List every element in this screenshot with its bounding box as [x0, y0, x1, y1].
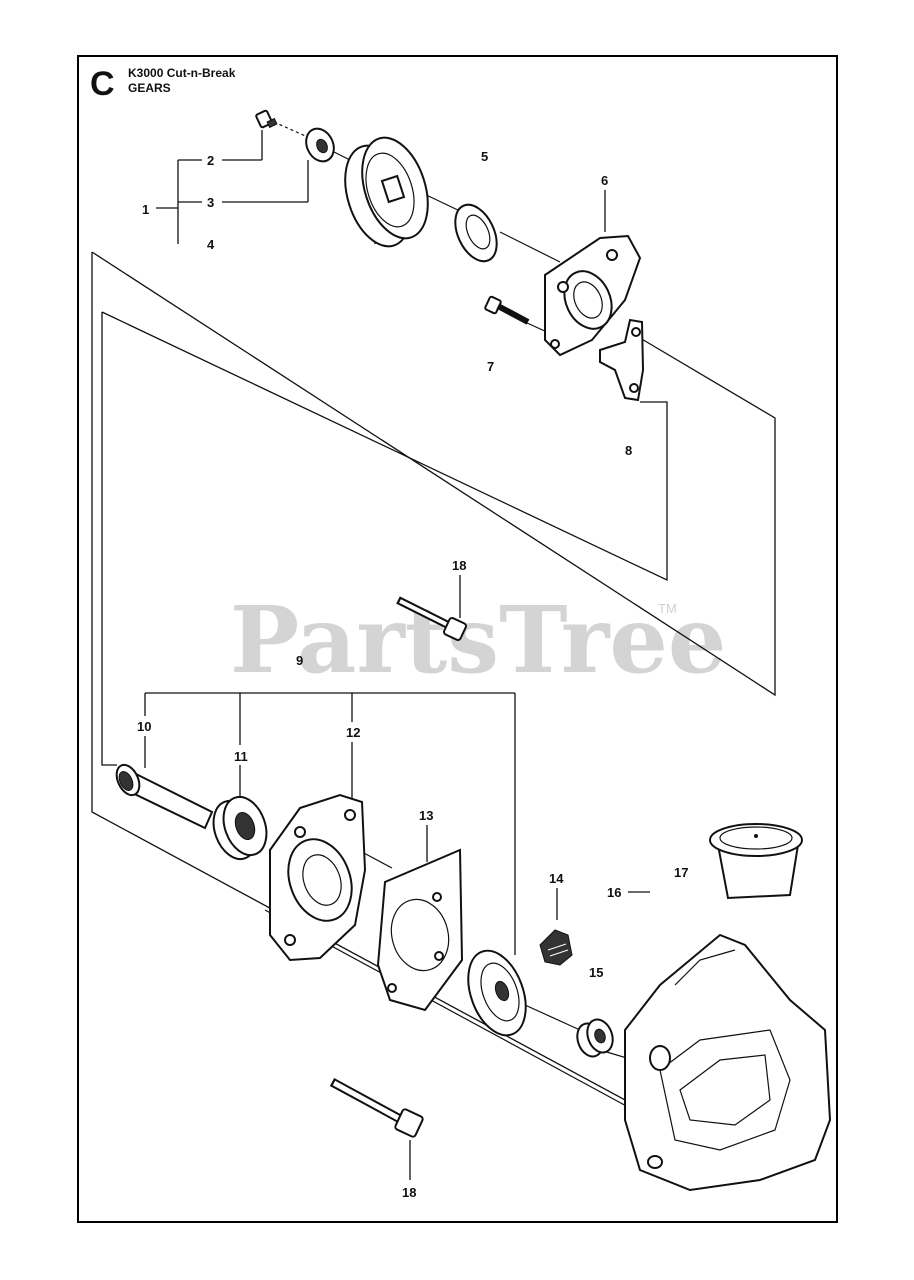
- callout-11: 11: [234, 749, 248, 764]
- callout-10: 10: [137, 719, 151, 734]
- callout-16: 16: [607, 885, 621, 900]
- part-shaft-10: [115, 763, 214, 830]
- callout-2: 2: [207, 153, 214, 168]
- callout-17: 17: [674, 865, 688, 880]
- callout-3: 3: [207, 195, 214, 210]
- callout-7: 7: [487, 359, 494, 374]
- callout-8: 8: [625, 443, 632, 458]
- callout-9: 9: [296, 653, 303, 668]
- part-pinion-14: [539, 929, 573, 966]
- part-bolt-18-upper: [396, 596, 467, 641]
- callout-18-upper: 18: [452, 558, 466, 573]
- part-bushing: [576, 1018, 614, 1058]
- callout-14: 14: [549, 871, 564, 886]
- part-bevel-gear: [467, 949, 527, 1037]
- callout-5: 5: [481, 149, 488, 164]
- part-screw-2: [255, 109, 278, 129]
- part-pulley-5: [344, 136, 429, 248]
- part-bearing-11: [212, 795, 268, 861]
- callout-15: 15: [589, 965, 603, 980]
- part-housing-plate-12: [269, 793, 367, 962]
- callout-1: 1: [142, 202, 149, 217]
- callout-13: 13: [419, 808, 433, 823]
- section-letter: C: [90, 65, 115, 103]
- part-seal-ring: [454, 203, 498, 263]
- callout-bracket-1: [156, 130, 309, 244]
- section-title: GEARS: [128, 81, 171, 95]
- diagram-frame: [77, 55, 838, 1223]
- callout-18-lower: 18: [402, 1185, 416, 1200]
- part-gasket-13: [376, 848, 464, 1012]
- assembly-outline-large: [91, 251, 776, 1109]
- watermark-trademark: TM: [658, 601, 677, 616]
- callout-12: 12: [346, 725, 360, 740]
- callout-6: 6: [601, 173, 608, 188]
- part-grease-cup-17: [709, 823, 803, 900]
- watermark-text: PartsTree: [230, 586, 726, 694]
- callout-4: 4: [207, 237, 215, 252]
- model-name: K3000 Cut-n-Break: [128, 66, 236, 80]
- callout-bracket-9: [144, 692, 516, 955]
- part-bolt-7: [484, 295, 530, 325]
- part-bolt-18-lower: [329, 1078, 424, 1138]
- callout-labels: 1 2 3 4 5 6 7 8 9 10 11 12 13 14 15 16 1…: [137, 149, 688, 1200]
- part-bracket-8: [599, 318, 645, 402]
- part-cover-plate-6: [544, 234, 642, 357]
- part-nut-3: [305, 127, 335, 163]
- part-gear-housing: [624, 933, 832, 1192]
